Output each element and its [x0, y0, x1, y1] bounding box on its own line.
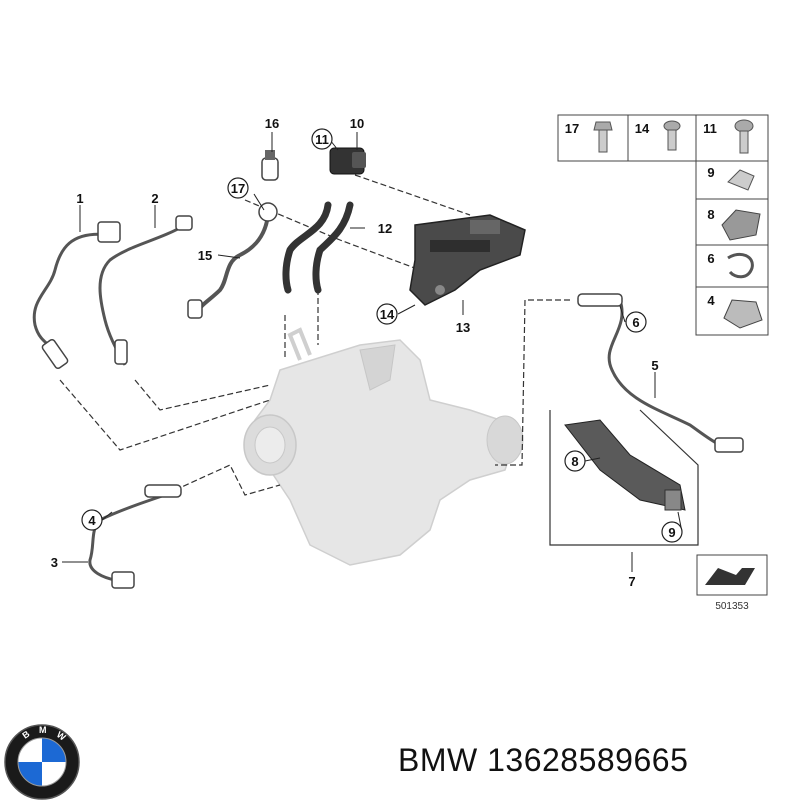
- bolt-icon-17: [593, 121, 613, 153]
- callout-5: 5: [651, 358, 658, 373]
- hardware-panel: [557, 114, 769, 336]
- callout-7: 7: [628, 574, 635, 589]
- callout-10: 10: [350, 116, 364, 131]
- particulate-filter: [243, 327, 524, 566]
- panel-label-11: 11: [703, 121, 717, 136]
- circled-callout-labels: 4 6 8 9 11 14 17: [88, 132, 675, 540]
- clip-icon-6: [727, 252, 754, 279]
- panel-label-6: 6: [707, 251, 714, 266]
- panel-label-17: 17: [565, 121, 579, 136]
- svg-text:M: M: [39, 725, 47, 735]
- svg-text:B: B: [20, 728, 31, 740]
- clip-icon-9: [727, 169, 755, 191]
- panel-label-9: 9: [707, 165, 714, 180]
- bolt-icon-14: [663, 120, 681, 151]
- pressure-sensor-part-10: [329, 147, 366, 175]
- diagram-id-box: 501353: [696, 554, 768, 612]
- brand-name: BMW: [398, 742, 478, 778]
- bmw-logo: B M W: [4, 724, 80, 800]
- sensor-part-1: [32, 221, 121, 370]
- clip-icon-4: [723, 299, 763, 329]
- callout-14: 14: [380, 307, 395, 322]
- sensor-part-2: [98, 215, 193, 366]
- pressure-pipe-part-15: [187, 202, 278, 319]
- callout-16: 16: [265, 116, 279, 131]
- clip-icon-8: [721, 209, 761, 241]
- callout-3: 3: [51, 555, 58, 570]
- panel-label-14: 14: [635, 121, 650, 136]
- callout-12: 12: [378, 221, 392, 236]
- callout-8: 8: [571, 454, 578, 469]
- callout-17: 17: [231, 181, 245, 196]
- callout-6: 6: [632, 315, 639, 330]
- callout-labels: 1 2 3 5 7 10 12 13 15 16: [51, 116, 659, 589]
- holder-frame-part-7: [549, 409, 699, 546]
- callout-9: 9: [668, 525, 675, 540]
- bracket-part-13: [409, 214, 526, 306]
- sensor-part-5: [577, 293, 744, 453]
- callout-4: 4: [88, 513, 96, 528]
- panel-label-8: 8: [707, 207, 714, 222]
- callout-1: 1: [76, 191, 83, 206]
- circled-callouts: [81, 128, 683, 543]
- part-number: 13628589665: [487, 742, 689, 778]
- hardware-panel-labels: 17 14 11 9 8 6 4: [565, 121, 717, 308]
- panel-label-4: 4: [707, 293, 715, 308]
- brand-part-number: BMW 13628589665: [398, 742, 688, 779]
- callout-2: 2: [151, 191, 158, 206]
- diagram-number: 501353: [715, 601, 749, 612]
- callout-leaders: [62, 132, 683, 572]
- callout-11: 11: [315, 132, 329, 147]
- bolt-icon-11: [734, 119, 754, 154]
- sensor-part-16: [261, 150, 279, 181]
- sensor-part-3: [88, 484, 182, 589]
- callout-15: 15: [198, 248, 212, 263]
- callout-13: 13: [456, 320, 470, 335]
- hoses-part-12: [282, 201, 354, 294]
